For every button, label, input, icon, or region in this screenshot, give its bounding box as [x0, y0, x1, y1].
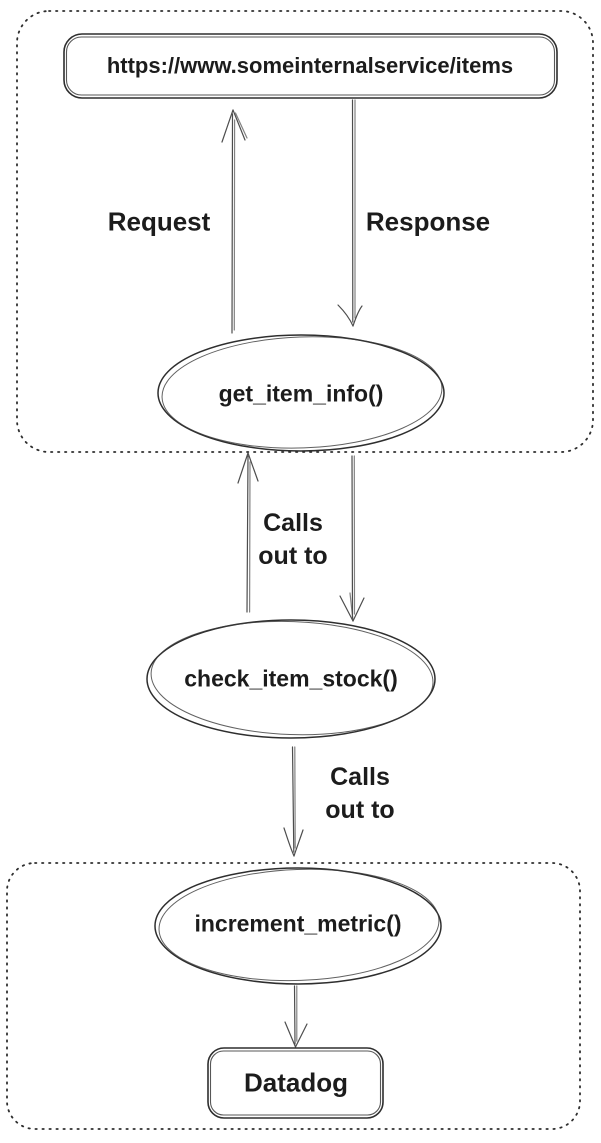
service-url-node	[63, 33, 558, 99]
request-edge-label: Request	[107, 206, 211, 237]
check-to-increment-arrow	[283, 746, 304, 857]
response-arrow	[337, 99, 363, 327]
check-item-stock-label: check_item_stock()	[184, 665, 398, 692]
get-to-check-arrow	[339, 455, 365, 622]
response-edge-label: Response	[365, 206, 491, 237]
datadog-boundary	[6, 862, 581, 1130]
datadog-node	[207, 1047, 384, 1119]
calls-out-to-label-lower: Calls out to	[325, 763, 395, 824]
increment-metric-label: increment_metric()	[194, 910, 402, 937]
request-arrow	[221, 109, 248, 334]
increment-metric-node	[154, 867, 442, 985]
service-url-label: https://www.someinternalservice/items	[106, 53, 514, 78]
increment-to-datadog-arrow	[284, 985, 308, 1048]
datadog-label: Datadog	[244, 1067, 348, 1098]
internal-service-boundary	[16, 10, 594, 453]
calls-out-to-label-upper: Calls out to	[258, 509, 328, 570]
check-item-stock-node	[146, 619, 436, 739]
get-item-info-node	[157, 334, 445, 452]
check-to-get-arrow	[237, 452, 259, 613]
get-item-info-label: get_item_info()	[218, 380, 384, 407]
